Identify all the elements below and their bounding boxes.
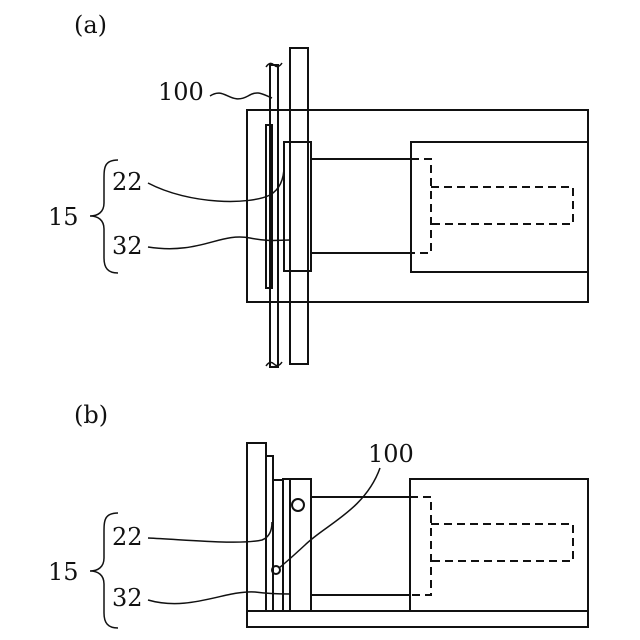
panel-a-inner-chamber (411, 142, 588, 272)
panel-a-callout-100: 100 (158, 78, 204, 106)
panel-b-dashed-piston (410, 497, 431, 595)
panel-a-dashed-rod (431, 187, 573, 224)
panel-b-callout-22: 22 (112, 523, 143, 551)
panel-b-leader-100 (279, 468, 380, 568)
panel-b-leader-22 (148, 522, 272, 542)
panel-b-label: (b) (74, 401, 108, 429)
panel-a-callout-15: 15 (48, 203, 79, 231)
panel-b-upper-hole (292, 499, 304, 511)
panel-a-leader-32 (148, 237, 290, 249)
panel-a-tall-plate (290, 48, 308, 364)
panel-a-leader-100 (210, 93, 272, 99)
panel-a-break-bottom (266, 362, 282, 366)
panel-a-label: (a) (74, 11, 107, 39)
panel-b-housing (410, 479, 588, 611)
panel-a-callout-22: 22 (112, 168, 143, 196)
panel-b-leader-32 (148, 592, 290, 604)
panel-b-dashed-rod (431, 524, 573, 561)
panel-b-callout-15: 15 (48, 558, 79, 586)
panel-b-strip (273, 480, 283, 611)
panel-a-dashed-piston (411, 159, 431, 253)
panel-a-break-top (266, 63, 282, 67)
panel-b-callout-100: 100 (368, 440, 414, 468)
panel-b-callout-32: 32 (112, 584, 143, 612)
panel-a-housing (247, 110, 588, 302)
panel-b-outer-plate (247, 443, 266, 611)
panel-a: (a) 100 15 22 32 (48, 11, 588, 367)
panel-b: (b) 100 15 22 32 (48, 401, 588, 628)
panel-a-leader-22 (148, 166, 284, 201)
panel-a-block (284, 142, 311, 271)
panel-b-base (247, 611, 588, 627)
panel-a-callout-32: 32 (112, 232, 143, 260)
